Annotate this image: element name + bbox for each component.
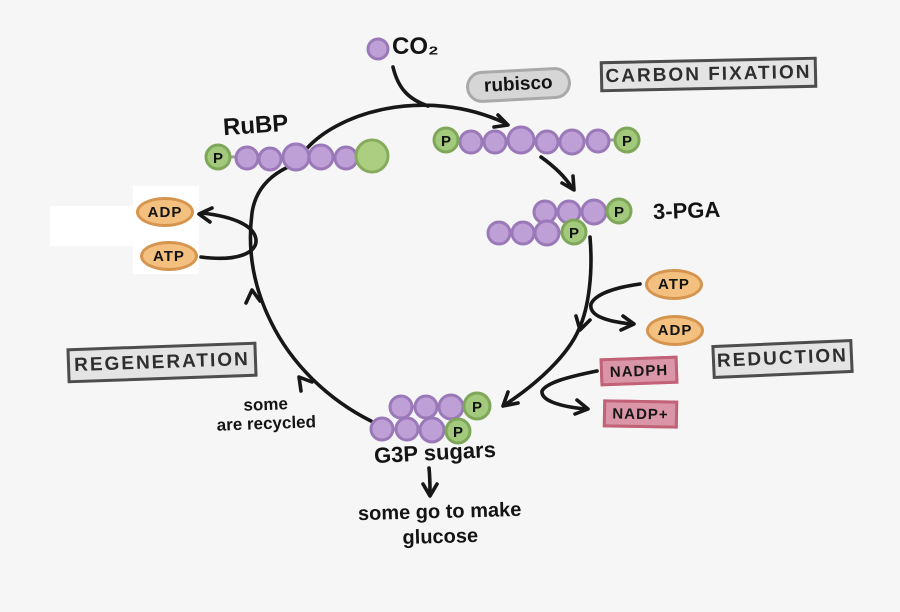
- co2-label: CO₂: [392, 33, 439, 60]
- stage-reduction: REDUCTION: [711, 338, 854, 380]
- carbon-circle: [307, 143, 335, 171]
- arrow-atp-adp-right: [589, 282, 642, 326]
- carbon-circle: [458, 129, 484, 155]
- 3pga-label: 3-PGA: [652, 196, 721, 225]
- carbon-circle: [234, 145, 260, 171]
- recycled-note-line2: are recycled: [216, 412, 317, 435]
- stage-carbon-fixation: CARBON FIXATION: [599, 56, 818, 93]
- arrowhead-adp-right: [619, 314, 636, 332]
- arrowhead-adp-left: [197, 206, 214, 224]
- carbon-circle: [369, 416, 395, 442]
- phosphate-circle: [613, 126, 641, 154]
- molecule-3pga-top: P: [532, 197, 633, 226]
- atp-badge-left: ATP: [140, 241, 198, 271]
- recycled-note: some are recycled: [207, 393, 324, 435]
- phosphate-label: P: [453, 424, 463, 441]
- stage-regeneration: REGENERATION: [66, 341, 258, 384]
- arrowhead-reduction-mid: [574, 314, 592, 332]
- glucose-note-line1: some go to make: [357, 498, 522, 526]
- white-patch: [50, 206, 136, 246]
- carbon-circle: [580, 198, 608, 226]
- arrowhead-glucose: [421, 482, 439, 498]
- arrow-nadph-nadp: [540, 369, 599, 411]
- carbon-circle: [388, 394, 414, 420]
- phosphate-circle: [204, 143, 232, 171]
- carbon-circle: [394, 416, 420, 442]
- arrowhead-regeneration-1: [297, 375, 314, 393]
- arrowhead-reduction-end: [501, 390, 520, 408]
- co2-carbon-circle: [366, 37, 390, 61]
- molecule-rubp: P: [204, 138, 390, 174]
- phosphate-label: P: [569, 225, 579, 242]
- phosphate-circle: [444, 417, 472, 445]
- carbon-circle: [281, 142, 311, 172]
- recycled-note-line1: some: [243, 394, 289, 415]
- molecule-3pga-bottom: P: [486, 218, 588, 247]
- carbon-circle: [437, 393, 465, 421]
- arrow-regeneration: [248, 165, 373, 423]
- phosphate-label: P: [622, 133, 632, 150]
- line-co2-input: [391, 65, 430, 108]
- adp-badge-left: ADP: [136, 197, 194, 227]
- rubp-label: RuBP: [222, 109, 290, 142]
- cycle-arrows: [197, 65, 642, 498]
- glucose-note-line2: glucose: [402, 525, 479, 549]
- phosphate-circle: [560, 218, 588, 246]
- carbon-circle: [257, 146, 283, 172]
- carbon-circle: [486, 220, 512, 246]
- phosphate-circle: [432, 126, 460, 154]
- carbon-circle: [413, 394, 439, 420]
- molecule-6carbon: P P: [432, 125, 641, 156]
- arrowhead-to-3pga: [560, 174, 576, 192]
- phosphate-label: P: [472, 399, 482, 416]
- rubisco-badge: rubisco: [465, 66, 572, 104]
- carbon-circle: [558, 128, 586, 156]
- carbon-circle: [534, 129, 560, 155]
- arrow-atp-adp-left: [199, 211, 258, 261]
- carbon-circle: [418, 416, 446, 444]
- nadp-plus-badge: NADP+: [602, 399, 679, 429]
- molecule-g3p-bottom: P: [369, 416, 472, 445]
- arrow-fixation: [301, 103, 507, 155]
- nadph-badge: NADPH: [599, 355, 679, 387]
- phosphate-label: P: [213, 150, 223, 167]
- carbon-circle: [506, 125, 536, 155]
- green-end-circle: [354, 138, 390, 174]
- phosphate-circle: [462, 391, 492, 421]
- carbon-circle: [333, 145, 359, 171]
- adp-badge-right: ADP: [646, 315, 704, 346]
- arrowhead-regeneration-2: [244, 288, 262, 305]
- glucose-note: some go to make glucose: [339, 497, 540, 552]
- arrow-to-glucose: [427, 466, 432, 495]
- phosphate-circle: [605, 197, 633, 225]
- arrowhead-fixation: [492, 113, 510, 129]
- phosphate-label: P: [614, 204, 624, 221]
- arrowhead-nadp: [573, 398, 590, 416]
- atp-badge-right: ATP: [645, 269, 703, 300]
- carbon-circle: [510, 220, 536, 246]
- carbon-circle: [533, 219, 561, 247]
- carbon-circle: [585, 128, 611, 154]
- phosphate-label: P: [441, 133, 451, 150]
- carbon-circle: [482, 129, 508, 155]
- molecule-g3p-top: P: [388, 391, 492, 421]
- arrow-to-3pga: [539, 155, 574, 190]
